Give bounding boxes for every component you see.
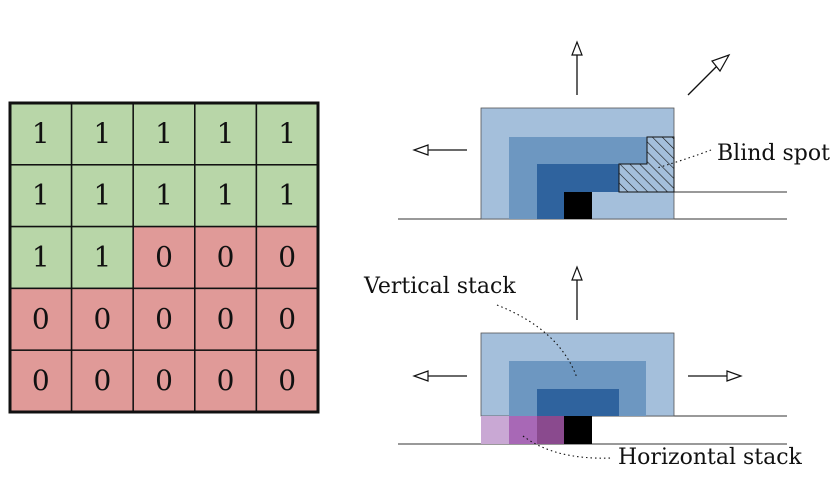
mask-value: 1 — [32, 117, 50, 150]
mask-value: 0 — [217, 302, 235, 335]
mask-value: 0 — [217, 364, 235, 397]
mask-value: 1 — [155, 179, 173, 212]
mask-value: 0 — [32, 364, 50, 397]
receptive-field-layer-3 — [537, 164, 619, 219]
causal-mask-grid: 1 1 1 1 1 1 1 1 1 1 1 1 0 0 0 0 0 0 0 0 0 0 0 0 0 — [8, 101, 320, 414]
arrow-left-icon-bottom — [412, 370, 467, 382]
vertical-stack-label: Vertical stack — [363, 274, 516, 299]
mask-value: 0 — [155, 364, 173, 397]
mask-cell — [132, 164, 196, 228]
arrow-up-icon — [571, 40, 583, 95]
mask-value: 0 — [93, 302, 111, 335]
arrow-up-icon-bottom — [571, 265, 583, 320]
mask-cell — [70, 102, 134, 166]
current-pixel — [564, 192, 592, 219]
mask-value: 0 — [32, 302, 50, 335]
arrow-left-icon — [412, 144, 467, 156]
horizontal-stack-label: Horizontal stack — [618, 445, 803, 470]
mask-cell — [255, 164, 319, 228]
blind-spot-label: Blind spot — [717, 141, 830, 166]
mask-cell — [9, 349, 73, 413]
mask-value: 1 — [93, 179, 111, 212]
mask-value: 0 — [278, 241, 296, 274]
mask-value: 1 — [155, 117, 173, 150]
mask-value: 0 — [278, 302, 296, 335]
mask-value: 0 — [278, 364, 296, 397]
mask-grid-border — [8, 101, 320, 414]
horizontal-stack-leader — [522, 435, 612, 459]
blind-spot-region — [618, 136, 675, 193]
mask-value: 0 — [155, 302, 173, 335]
mask-value: 1 — [32, 179, 50, 212]
mask-value: 0 — [155, 241, 173, 274]
mask-value: 0 — [217, 241, 235, 274]
horizontal-stack-cell-1 — [481, 416, 509, 444]
mask-cell — [194, 225, 258, 290]
mask-cell — [194, 287, 258, 351]
mask-cell — [70, 225, 134, 290]
mask-value: 1 — [93, 117, 111, 150]
mask-cell — [132, 287, 196, 351]
mask-cell — [132, 349, 196, 413]
mask-value: 1 — [217, 179, 235, 212]
blind-spot-diagram: Blind spot — [398, 40, 830, 220]
mask-cell — [255, 287, 319, 351]
mask-value: 0 — [93, 364, 111, 397]
vertical-stack-leader — [496, 304, 578, 379]
mask-value: 1 — [278, 117, 296, 150]
mask-value: 1 — [93, 241, 111, 274]
horizontal-stack-cell-3 — [537, 416, 564, 444]
vertical-stack-layer-3 — [537, 389, 619, 416]
mask-cell — [70, 287, 134, 351]
mask-value: 1 — [217, 117, 235, 150]
arrow-right-icon — [688, 370, 743, 382]
mask-value: 1 — [278, 179, 296, 212]
mask-value: 1 — [32, 241, 50, 274]
current-pixel-bottom — [564, 416, 592, 444]
mask-cell — [70, 349, 134, 413]
two-stack-diagram: Vertical stack Horizontal stack — [363, 265, 803, 470]
arrow-diagonal-icon — [687, 53, 731, 96]
horizontal-stack-cell-2 — [509, 416, 537, 444]
